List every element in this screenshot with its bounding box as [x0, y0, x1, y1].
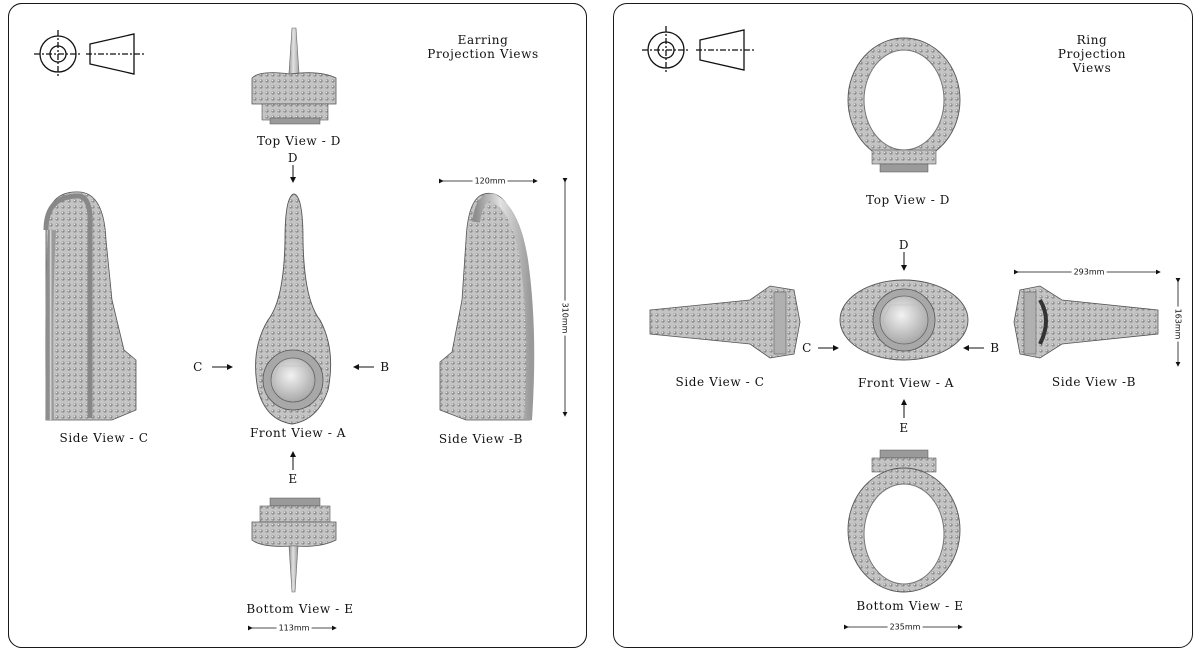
ring-front-view-drawing: [839, 279, 969, 361]
ring-arrow-b-label: B: [990, 341, 1000, 355]
ring-arrow-e-label: E: [899, 421, 909, 435]
earring-projection-arrows: [212, 165, 374, 470]
ring-bottom-width-dimension: 235mm: [887, 622, 923, 632]
ring-side-view-c-drawing: [649, 285, 801, 359]
earring-side-view-b-label: Side View -B: [438, 432, 524, 446]
ring-projection-arrows: [818, 252, 984, 418]
earring-top-view-drawing: [251, 27, 337, 125]
ring-arrow-d-label: D: [898, 238, 910, 252]
ring-title-line1: Ring: [1076, 33, 1108, 47]
earring-width-dimension: 120mm: [472, 176, 508, 186]
ring-arrow-c-label: C: [802, 341, 812, 355]
ring-side-view-c-label: Side View - C: [675, 375, 765, 389]
earring-bottom-view-drawing: [251, 497, 337, 593]
earring-height-dimension: 310mm: [560, 300, 570, 336]
ring-side-view-b-label: Side View -B: [1051, 375, 1137, 389]
earring-side-view-b-drawing: [439, 192, 535, 421]
earring-arrow-d-label: D: [287, 151, 299, 165]
earring-title-line1: Earring: [457, 33, 509, 47]
ring-bottom-view-drawing: [847, 449, 961, 593]
earring-title-line2: Projection Views: [427, 47, 539, 61]
ring-title-line2: Projection Views: [1057, 47, 1127, 75]
ring-height-dimension: 163mm: [1173, 306, 1183, 342]
earring-arrow-c-label: C: [193, 360, 203, 374]
ring-bottom-view-label: Bottom View - E: [856, 599, 964, 613]
earring-arrow-b-label: B: [380, 360, 390, 374]
earring-side-view-c-label: Side View - C: [59, 431, 149, 445]
earring-front-view-label: Front View - A: [249, 426, 347, 440]
projection-symbol-icon: [34, 30, 144, 78]
ring-top-view-drawing: [847, 37, 961, 173]
earring-side-view-c-drawing: [43, 191, 137, 421]
ring-front-view-label: Front View - A: [857, 376, 955, 390]
earring-bottom-width-dimension: 113mm: [276, 623, 312, 633]
earring-title: Earring Projection Views: [427, 33, 538, 61]
earring-arrow-e-label: E: [288, 472, 298, 486]
projection-symbol-icon-ring: [642, 26, 754, 74]
earring-bottom-view-label: Bottom View - E: [246, 602, 354, 616]
ring-width-dimension: 293mm: [1071, 267, 1107, 277]
earring-top-view-label: Top View - D: [257, 134, 341, 148]
ring-title: Ring Projection Views: [1038, 33, 1146, 75]
ring-top-view-label: Top View - D: [866, 193, 950, 207]
ring-side-view-b-drawing: [1013, 285, 1159, 359]
earring-front-view-drawing: [255, 193, 332, 425]
